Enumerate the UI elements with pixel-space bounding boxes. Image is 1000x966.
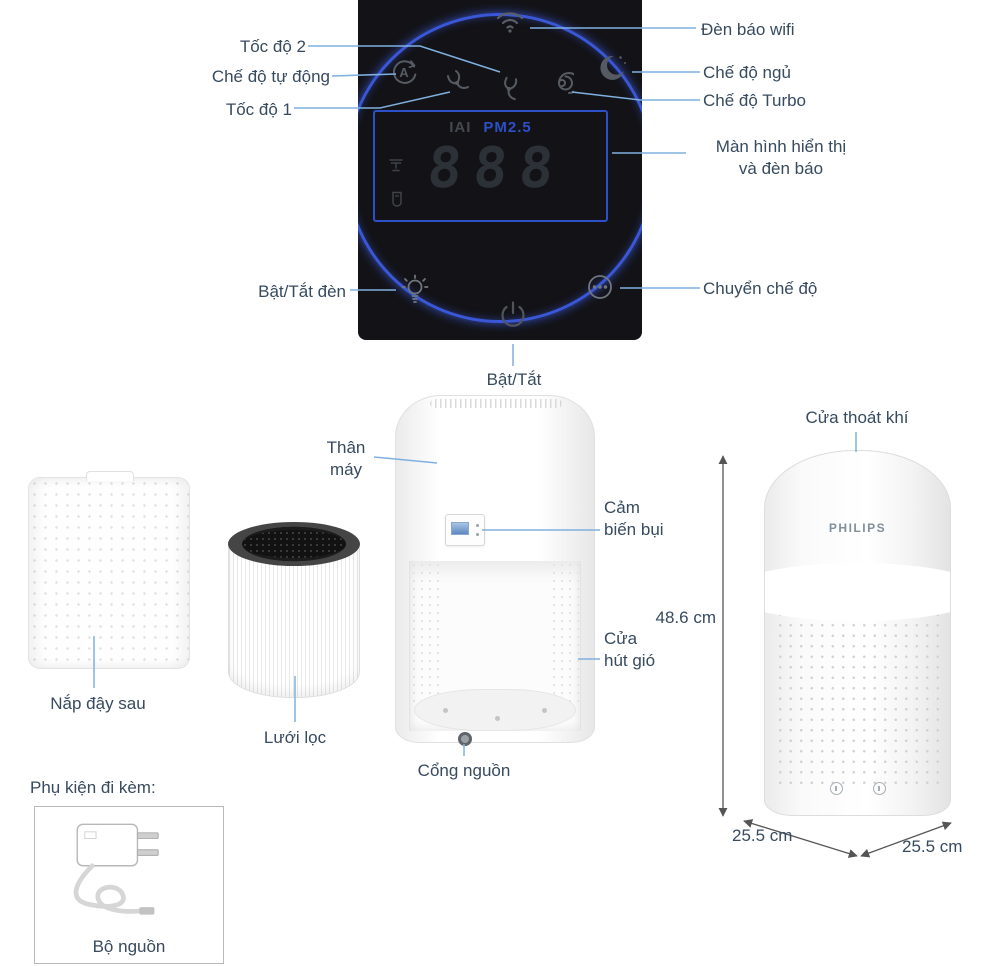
filter-top-rim: [228, 522, 360, 566]
bottom-controls: [765, 782, 950, 795]
callout-speed2: Tốc độ 2: [239, 37, 306, 56]
open-filter-cavity: [409, 561, 581, 731]
seven-segment-digits: 888: [425, 136, 568, 201]
screw: [495, 716, 500, 721]
main-body-part: [395, 395, 595, 746]
dimension-depth: 25.5 cm: [732, 826, 793, 845]
callout-air-outlet: Cửa thoát khí: [805, 408, 909, 427]
light-toggle-icon: [397, 272, 433, 313]
dust-sensor-screen: [451, 522, 469, 535]
callout-dust-sensor: Cảm biến bụi: [604, 498, 664, 539]
accessory-title: Phụ kiện đi kèm:: [30, 778, 156, 797]
sensor-led: [476, 524, 479, 527]
display-screen: IAI PM2.5 888: [373, 110, 608, 222]
perforated-inlet-area: [775, 599, 940, 785]
power-port: [458, 732, 472, 746]
callout-wifi: Đèn báo wifi: [701, 20, 795, 39]
brand-logo: PHILIPS: [828, 521, 887, 535]
power-icon: [495, 298, 531, 339]
panel-curve: [765, 563, 950, 621]
perforated-wall-left: [410, 561, 440, 703]
callout-power: Bật/Tắt: [486, 370, 542, 389]
rear-cover-part: [28, 471, 190, 669]
panel-ring: [358, 13, 642, 323]
accessory-box: Bộ nguồn: [34, 806, 224, 964]
dimension-width: 25.5 cm: [902, 837, 963, 856]
filter-pleats: [228, 544, 360, 698]
callout-main-body: Thân máy: [326, 438, 366, 479]
pm25-indicator: PM2.5: [483, 119, 532, 136]
sleep-icon: [594, 52, 628, 91]
display-top-row: IAI PM2.5: [375, 119, 606, 136]
dust-sensor: [445, 514, 485, 546]
callout-display: Màn hình hiển thị và đèn báo: [715, 137, 847, 178]
callout-auto-mode: Chế độ tự động: [211, 67, 330, 86]
control-panel: A: [358, 0, 642, 340]
callout-turbo-mode: Chế độ Turbo: [703, 91, 807, 110]
accessory-item-label: Bộ nguồn: [92, 937, 166, 956]
cavity-base: [414, 689, 576, 731]
iai-indicator: IAI: [449, 119, 472, 136]
water-status-icon: [389, 190, 405, 215]
filter-mesh: [242, 530, 346, 558]
sensor-led: [476, 533, 479, 536]
rear-cover-tab: [86, 471, 134, 481]
auto-mode-icon: A: [388, 56, 420, 93]
power-adapter-illustration: [73, 823, 159, 915]
turbo-icon: [544, 68, 580, 103]
callout-rear-cover: Nắp đậy sau: [50, 694, 146, 713]
speed-2-icon: [494, 74, 524, 109]
callout-air-inlet: Cửa hút gió: [604, 629, 656, 670]
control-dot-icon: [872, 782, 886, 795]
callout-light-toggle: Bật/Tắt đèn: [258, 282, 346, 301]
perforated-wall-right: [550, 561, 580, 703]
screw: [443, 708, 448, 713]
callout-filter: Lưới lọc: [263, 728, 327, 747]
mode-switch-icon: [582, 269, 618, 310]
dimension-height: 48.6 cm: [655, 608, 716, 627]
top-vent-grille: [430, 399, 562, 408]
callout-power-port: Cổng nguồn: [417, 761, 511, 780]
callout-mode-switch: Chuyển chế độ: [703, 279, 818, 298]
filter-status-icon: [387, 156, 405, 179]
speed-1-icon: [442, 68, 472, 103]
control-dot-icon: [829, 782, 843, 795]
assembled-product: PHILIPS: [764, 450, 951, 816]
filter-part: [228, 522, 360, 698]
callout-speed1: Tốc độ 1: [225, 100, 292, 119]
wifi-icon: [494, 8, 526, 39]
screw: [542, 708, 547, 713]
svg-text:A: A: [399, 65, 409, 80]
callout-sleep-mode: Chế độ ngủ: [703, 63, 791, 82]
